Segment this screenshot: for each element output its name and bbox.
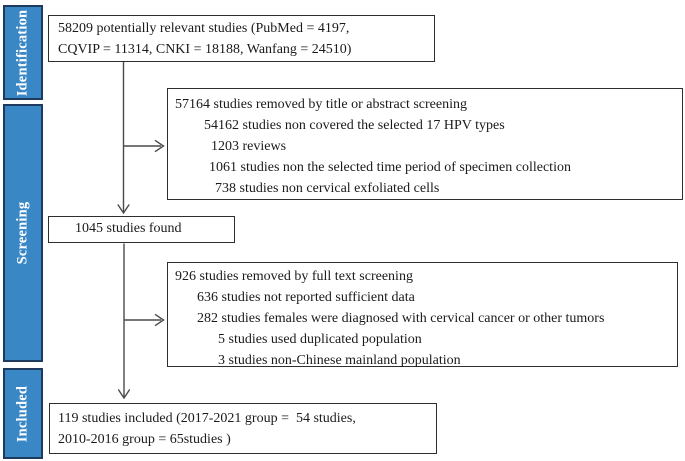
exclusion-line: 282 studies females were diagnosed with … bbox=[197, 311, 605, 326]
box-included-studies: 119 studies included (2017-2021 group = … bbox=[49, 403, 437, 454]
exclusion-line: 1203 reviews bbox=[211, 139, 287, 154]
box-full-text-exclusions: 926 studies removed by full text screeni… bbox=[167, 262, 678, 368]
connector-arrow-right-1 bbox=[123, 139, 165, 153]
exclusion-line: 1061 studies non the selected time perio… bbox=[209, 160, 571, 175]
studies-found-text: 1045 studies found bbox=[75, 221, 182, 236]
exclusion-line: 5 studies used duplicated population bbox=[218, 332, 422, 347]
box-studies-found: 1045 studies found bbox=[48, 216, 235, 243]
exclusion-line: 926 studies removed by full text screeni… bbox=[175, 269, 413, 284]
connector-arrow-down-1 bbox=[117, 62, 130, 215]
stage-identification: Identification bbox=[3, 5, 43, 100]
stage-included: Included bbox=[3, 368, 43, 459]
included-studies-text: 119 studies included (2017-2021 group = … bbox=[58, 411, 356, 447]
exclusion-line: 3 studies non-Chinese mainland populatio… bbox=[218, 353, 461, 368]
box-title-abstract-exclusions: 57164 studies removed by title or abstra… bbox=[167, 88, 683, 200]
exclusion-line: 57164 studies removed by title or abstra… bbox=[175, 97, 467, 112]
exclusion-line: 54162 studies non covered the selected 1… bbox=[204, 118, 505, 133]
box-identified-studies: 58209 potentially relevant studies (PubM… bbox=[48, 15, 435, 62]
stage-identification-label: Identification bbox=[14, 9, 31, 96]
identified-studies-text: 58209 potentially relevant studies (PubM… bbox=[58, 21, 352, 57]
stage-included-label: Included bbox=[14, 385, 31, 442]
exclusion-line: 738 studies non cervical exfoliated cell… bbox=[215, 181, 440, 196]
exclusion-line: 636 studies not reported sufficient data bbox=[197, 290, 415, 305]
connector-arrow-down-2 bbox=[117, 243, 131, 400]
stage-screening-label: Screening bbox=[14, 201, 31, 265]
stage-screening: Screening bbox=[3, 104, 43, 362]
connector-arrow-right-2 bbox=[124, 313, 165, 327]
